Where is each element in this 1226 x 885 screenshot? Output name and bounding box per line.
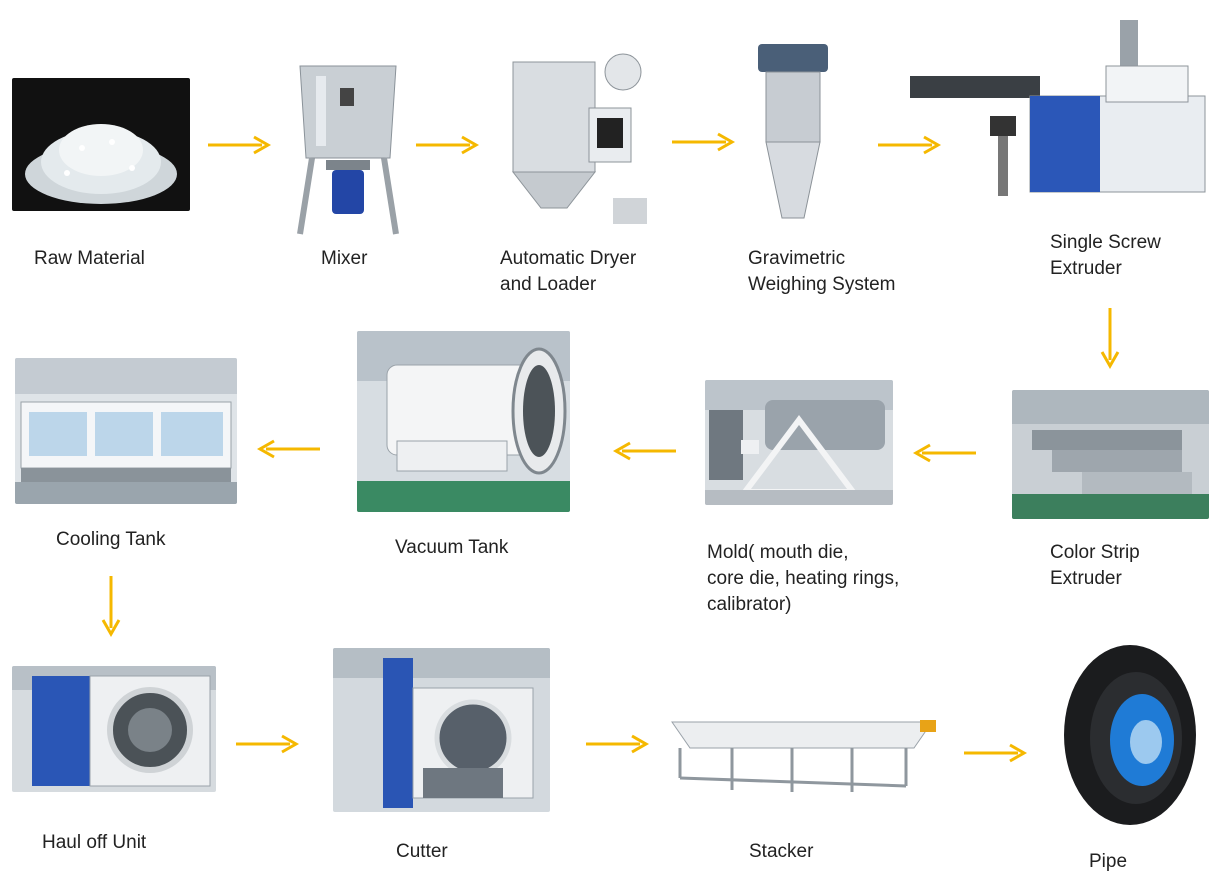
label-pipe: Pipe [1089, 851, 1128, 872]
label-haul-off-unit: Haul off Unit [42, 832, 147, 853]
pipe-icon [1064, 645, 1196, 825]
arrow-right-icon [878, 135, 942, 155]
label-dryer: Automatic Dryer and Loader [500, 248, 637, 295]
extruder-icon [910, 20, 1206, 196]
arrow-left-icon [256, 439, 320, 459]
cutter-icon [333, 648, 550, 808]
arrow-right-icon [586, 734, 650, 754]
label-stacker: Stacker [749, 841, 814, 862]
arrow-down-icon [101, 576, 121, 638]
label-mold: Mold( mouth die, core die, heating rings… [707, 542, 900, 615]
label-color-strip-extruder: Color Strip Extruder [1050, 542, 1140, 589]
label-cutter: Cutter [396, 841, 448, 862]
arrow-right-icon [964, 743, 1028, 763]
cutter-image [333, 648, 550, 812]
dryer-icon [511, 53, 647, 224]
vacuum-tank-icon [357, 331, 570, 512]
stacker-image [662, 708, 942, 798]
label-single-screw-extruder: Single Screw Extruder [1050, 232, 1161, 279]
single-screw-extruder-image [910, 16, 1212, 198]
dryer-image [505, 48, 655, 233]
vacuum-tank-image [357, 331, 570, 512]
label-vacuum-tank: Vacuum Tank [395, 537, 509, 558]
granules-icon [25, 124, 177, 204]
gravimetric-image [752, 38, 837, 228]
label-gravimetric: Gravimetric Weighing System [748, 248, 896, 295]
arrow-right-icon [208, 135, 272, 155]
arrow-right-icon [236, 734, 300, 754]
gravimetric-icon [758, 44, 828, 219]
label-mixer: Mixer [321, 248, 368, 269]
haul-off-icon [12, 666, 216, 787]
mold-icon [705, 380, 893, 505]
color-strip-extruder-icon [1012, 390, 1209, 519]
arrow-left-icon [912, 443, 976, 463]
stacker-icon [671, 720, 936, 792]
cooling-tank-image [15, 358, 237, 504]
label-cooling-tank: Cooling Tank [56, 529, 166, 550]
mold-image [705, 380, 893, 505]
mixer-icon [297, 65, 399, 235]
arrow-down-icon [1100, 308, 1120, 370]
arrow-left-icon [612, 441, 676, 461]
haul-off-unit-image [12, 666, 216, 792]
arrow-right-icon [416, 135, 480, 155]
mixer-image [292, 58, 404, 242]
raw-material-image [12, 78, 190, 211]
cooling-tank-icon [15, 358, 237, 504]
label-raw-material: Raw Material [34, 248, 145, 269]
arrow-right-icon [672, 132, 736, 152]
pipe-image [1060, 640, 1200, 830]
color-strip-extruder-image [1012, 390, 1209, 519]
